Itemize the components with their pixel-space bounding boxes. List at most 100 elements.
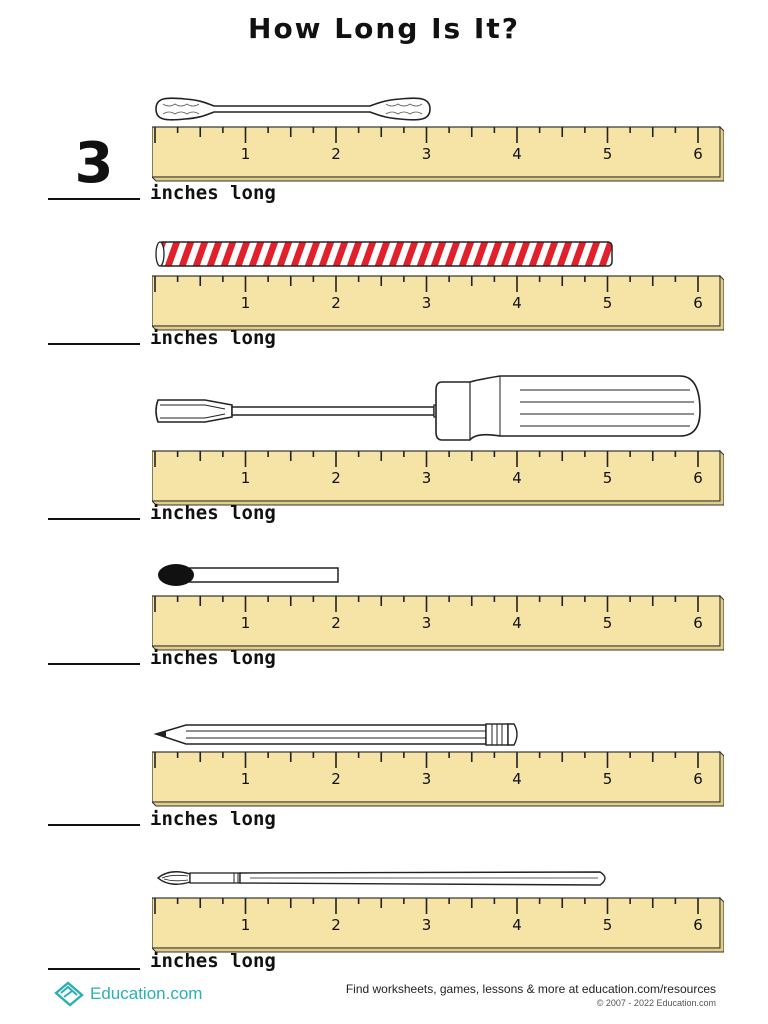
candy-stripe [514, 242, 531, 266]
answer-blank[interactable] [48, 824, 140, 826]
ruler-number: 2 [331, 469, 341, 487]
screwdriver-image [155, 375, 701, 441]
answer-blank[interactable] [48, 343, 140, 345]
candy-stripe [262, 242, 279, 266]
candy-stripe [528, 242, 545, 266]
candy-stripe [542, 242, 559, 266]
ruler-number: 3 [422, 770, 432, 788]
candy-stripe [598, 242, 612, 266]
candy-stripe [290, 242, 307, 266]
candy-stripe [374, 242, 391, 266]
ruler-number: 2 [331, 916, 341, 934]
ruler-number: 3 [422, 145, 432, 163]
cotton-swab-image [155, 97, 431, 121]
candy-stripe [178, 242, 195, 266]
paintbrush-image [156, 871, 606, 886]
ruler-number: 1 [241, 469, 251, 487]
answer-blank[interactable] [48, 663, 140, 665]
footer-copyright: © 2007 - 2022 Education.com [596, 998, 716, 1008]
ruler-number: 6 [693, 294, 703, 312]
ruler-body [152, 750, 724, 807]
candy-stripe [388, 242, 405, 266]
ruler-number: 4 [512, 614, 522, 632]
ruler-number: 6 [693, 770, 703, 788]
ruler-number: 4 [512, 145, 522, 163]
ruler-numbers: 1 2 3 4 5 6 [241, 469, 703, 487]
candy-stripe [332, 242, 349, 266]
ruler-body [152, 274, 724, 331]
ruler-number: 2 [331, 145, 341, 163]
ruler-number: 5 [603, 469, 613, 487]
ruler-number: 5 [603, 614, 613, 632]
candy-stripe [220, 242, 237, 266]
candy-stripe [570, 242, 587, 266]
ruler-ticks [154, 276, 699, 292]
candy-stripe [304, 242, 321, 266]
unit-label: inches long [150, 950, 276, 972]
ruler-number: 1 [241, 614, 251, 632]
answer-value[interactable]: 3 [74, 131, 114, 196]
ruler-number: 5 [603, 294, 613, 312]
ruler-number: 3 [422, 294, 432, 312]
answer-blank[interactable] [48, 968, 140, 970]
candy-stripes [158, 240, 643, 268]
ruler-numbers: 1 2 3 4 5 6 [241, 614, 703, 632]
candy-stripe [346, 242, 363, 266]
candy-stripe [626, 240, 643, 268]
ruler-number: 3 [422, 916, 432, 934]
pencil-image [153, 723, 518, 746]
ruler-number: 4 [512, 916, 522, 934]
candy-stripe [584, 242, 601, 266]
ruler-number: 1 [241, 916, 251, 934]
ruler-number: 3 [422, 469, 432, 487]
ruler-number: 2 [331, 614, 341, 632]
candy-stripe [444, 242, 461, 266]
ruler-ticks [154, 752, 699, 768]
answer-blank[interactable] [48, 198, 140, 200]
ruler: 1 2 3 4 5 6 [152, 449, 724, 506]
candy-stripe [500, 242, 517, 266]
ruler-number: 2 [331, 294, 341, 312]
ruler-number: 5 [603, 916, 613, 934]
answer-blank[interactable] [48, 518, 140, 520]
candy-stripe [416, 242, 433, 266]
candy-stripe [234, 242, 251, 266]
candy-stripe [276, 242, 293, 266]
ruler-body [152, 125, 724, 182]
ruler-number: 6 [693, 916, 703, 934]
candy-stripe [472, 242, 489, 266]
footer-find-text[interactable]: Find worksheets, games, lessons & more a… [345, 982, 716, 996]
ruler-numbers: 1 2 3 4 5 6 [241, 916, 703, 934]
unit-label: inches long [150, 327, 276, 349]
candy-stripe [192, 242, 209, 266]
brand-name: Education.com [90, 984, 203, 1003]
education-logo-icon [54, 981, 84, 1007]
ruler-body [152, 449, 724, 506]
ruler-body [152, 594, 724, 651]
candy-stripe [486, 242, 503, 266]
unit-label: inches long [150, 182, 276, 204]
ruler-number: 3 [422, 614, 432, 632]
match-image [158, 564, 339, 586]
education-logo[interactable]: Education.com [52, 978, 202, 1010]
candy-stripe [430, 242, 447, 266]
unit-label: inches long [150, 808, 276, 830]
ruler-ticks [154, 451, 699, 467]
candy-stripe [248, 242, 265, 266]
candy-stick-image [155, 240, 643, 268]
ruler-number: 4 [512, 469, 522, 487]
ruler-number: 6 [693, 469, 703, 487]
ruler-number: 5 [603, 145, 613, 163]
candy-stripe [360, 242, 377, 266]
ruler-number: 1 [241, 294, 251, 312]
ruler-number: 5 [603, 770, 613, 788]
ruler: 1 2 3 4 5 6 [152, 594, 724, 651]
unit-label: inches long [150, 647, 276, 669]
candy-stripe [458, 242, 475, 266]
ruler-number: 6 [693, 614, 703, 632]
ruler-number: 1 [241, 770, 251, 788]
